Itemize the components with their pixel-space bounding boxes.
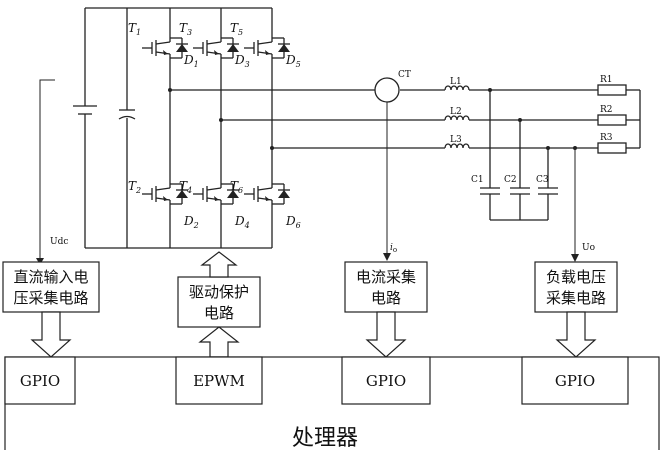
processor-block: GPIO EPWM GPIO GPIO 处理器 bbox=[4, 356, 660, 450]
dc-bus bbox=[84, 7, 272, 249]
switch-label: T3 bbox=[179, 21, 192, 37]
svg-text:电路: 电路 bbox=[204, 304, 234, 322]
diode-label: D5 bbox=[285, 53, 301, 69]
inductor-icon: L3 bbox=[444, 135, 470, 149]
resistor-icon: R2 bbox=[597, 105, 627, 126]
switch-label: T1 bbox=[128, 21, 141, 37]
resistor-label: R2 bbox=[600, 105, 613, 115]
svg-text:GPIO: GPIO bbox=[20, 372, 60, 390]
gpio-port-1 bbox=[4, 356, 76, 405]
gpio-port-2 bbox=[341, 356, 431, 405]
battery-icon bbox=[73, 100, 97, 128]
block-arrows bbox=[30, 251, 597, 358]
svg-text:GPIO: GPIO bbox=[366, 372, 406, 390]
filter-capacitors bbox=[480, 88, 558, 221]
resistor-icon: R1 bbox=[597, 75, 627, 96]
inductor-icon: L1 bbox=[444, 77, 470, 91]
current-transformer-icon bbox=[374, 77, 400, 261]
svg-text:GPIO: GPIO bbox=[555, 372, 595, 390]
gpio-port-3 bbox=[521, 356, 629, 405]
uo-sense-line bbox=[571, 146, 579, 262]
inductor-label: L1 bbox=[450, 77, 462, 87]
io-label: io bbox=[390, 243, 397, 254]
phase-lines bbox=[170, 89, 641, 149]
resistor-label: R1 bbox=[600, 75, 613, 85]
svg-text:驱动保护: 驱动保护 bbox=[189, 283, 249, 301]
svg-text:负载电压: 负载电压 bbox=[546, 268, 606, 286]
svg-text:采集电路: 采集电路 bbox=[546, 289, 606, 307]
bus-capacitor-icon bbox=[118, 109, 136, 120]
uo-label: Uo bbox=[582, 243, 595, 253]
diode-label: D4 bbox=[234, 214, 250, 230]
dc-voltage-block: 直流输入电 压采集电路 bbox=[2, 261, 100, 313]
resistor-label: R3 bbox=[600, 133, 613, 143]
drive-protect-block: 驱动保护 电路 bbox=[177, 276, 261, 328]
c2-label: C2 bbox=[504, 175, 517, 185]
switch-label: T6 bbox=[230, 179, 243, 195]
udc-sense-line bbox=[36, 79, 55, 265]
processor-title: 处理器 bbox=[292, 426, 358, 450]
svg-text:电流采集: 电流采集 bbox=[356, 268, 416, 286]
svg-text:EPWM: EPWM bbox=[193, 372, 245, 390]
inductor-icon: L2 bbox=[444, 107, 470, 121]
diode-label: D1 bbox=[183, 53, 199, 69]
diode-label: D3 bbox=[234, 53, 250, 69]
epwm-port bbox=[175, 356, 263, 405]
c1-label: C1 bbox=[471, 175, 484, 185]
current-sample-block: 电流采集 电路 bbox=[344, 261, 428, 313]
load-voltage-block: 负载电压 采集电路 bbox=[534, 261, 618, 313]
switch-label: T4 bbox=[179, 179, 192, 195]
svg-text:直流输入电: 直流输入电 bbox=[13, 268, 88, 286]
svg-text:压采集电路: 压采集电路 bbox=[13, 289, 88, 307]
inductor-label: L3 bbox=[450, 135, 462, 145]
switch-label: T2 bbox=[128, 179, 141, 195]
resistor-icon: R3 bbox=[597, 133, 627, 154]
inductor-label: L2 bbox=[450, 107, 462, 117]
svg-text:电路: 电路 bbox=[371, 289, 401, 307]
ct-label: CT bbox=[398, 70, 411, 80]
c3-label: C3 bbox=[536, 175, 549, 185]
udc-label: Udc bbox=[50, 237, 68, 247]
diode-label: D6 bbox=[285, 214, 301, 230]
switch-label: T5 bbox=[230, 21, 243, 37]
diode-label: D2 bbox=[183, 214, 199, 230]
